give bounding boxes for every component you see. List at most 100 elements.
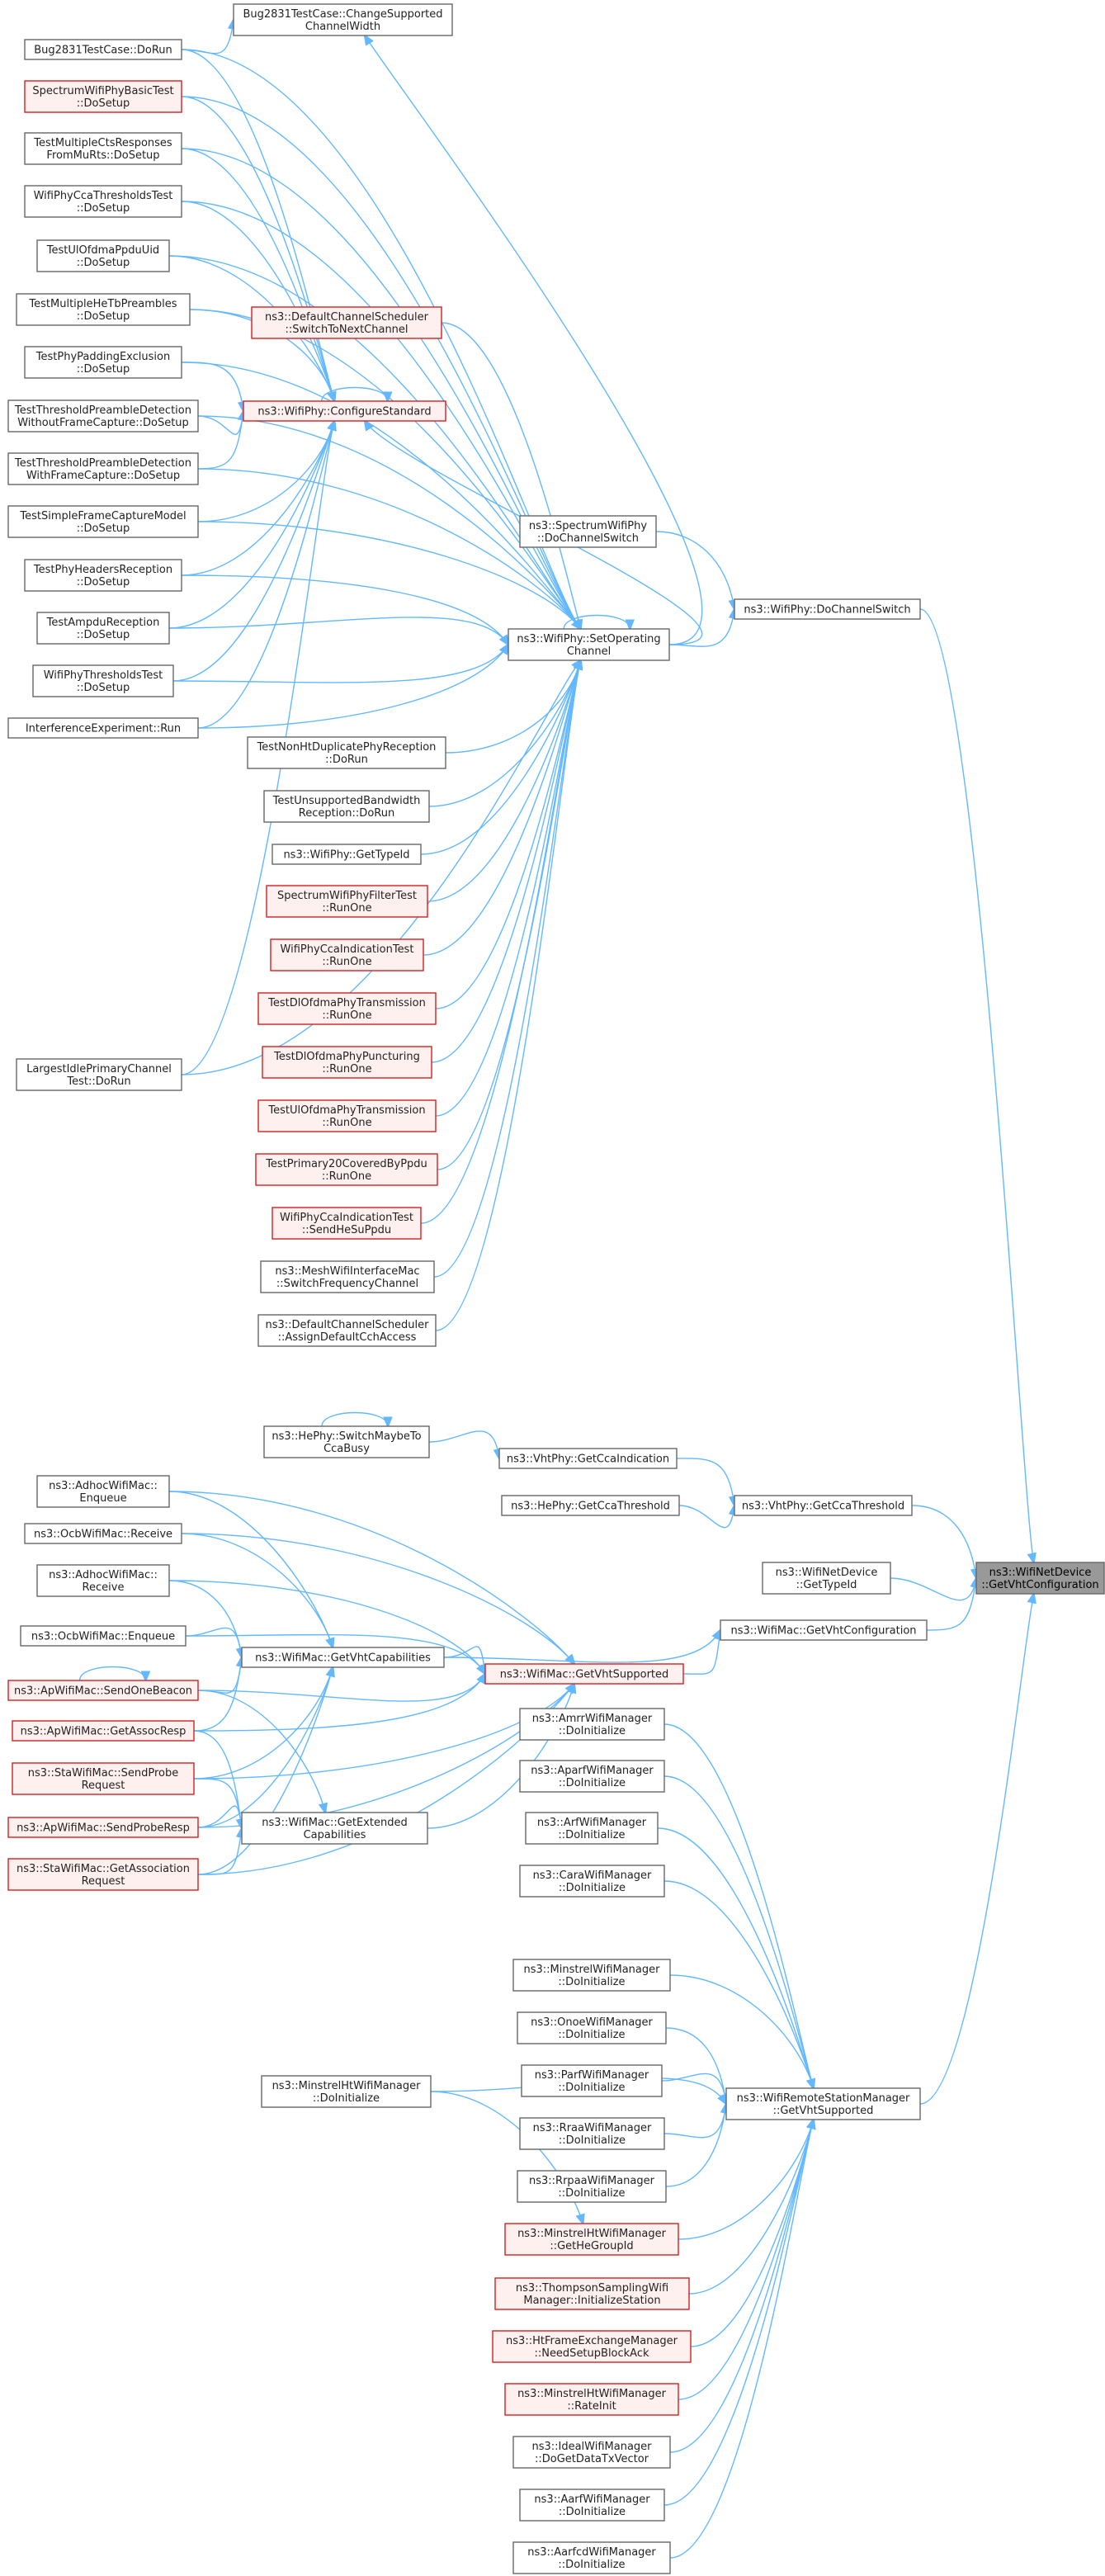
node-thrwithout[interactable]: TestThresholdPreambleDetectionWithoutFra… xyxy=(7,399,199,432)
node-nonht[interactable]: TestNonHtDuplicatePhyReception::DoRun xyxy=(247,736,446,769)
node-thrwith[interactable]: TestThresholdPreambleDetectionWithFrameC… xyxy=(7,452,199,485)
node-thompson[interactable]: ns3::ThompsonSamplingWifiManager::Initia… xyxy=(494,2277,690,2310)
node-box xyxy=(233,3,453,36)
node-spdosw[interactable]: ns3::SpectrumWifiPhy::DoChannelSwitch xyxy=(519,515,657,548)
node-approbe[interactable]: ns3::ApWifiMac::SendProbeResp xyxy=(7,1817,199,1838)
node-ccaind[interactable]: WifiPhyCcaIndicationTest::RunOne xyxy=(270,938,424,971)
node-box xyxy=(24,80,182,113)
node-hethr[interactable]: ns3::HePhy::GetCcaThreshold xyxy=(501,1495,680,1516)
node-minstrel[interactable]: ns3::MinstrelWifiManager::DoInitialize xyxy=(512,1959,671,1992)
node-phyhdr[interactable]: TestPhyHeadersReception::DoSetup xyxy=(24,559,182,592)
node-meshsw[interactable]: ns3::MeshWifiInterfaceMac::SwitchFrequen… xyxy=(260,1260,435,1293)
node-label-line: ns3::MinstrelHtWifiManager xyxy=(272,2080,422,2092)
edge-apbeacon-self-loop xyxy=(78,1666,146,1681)
node-focus[interactable]: ns3::WifiNetDevice::GetVhtConfiguration xyxy=(975,1562,1105,1595)
node-box xyxy=(504,2223,679,2256)
node-label-line: WifiPhyThresholdsTest xyxy=(44,669,163,682)
node-ccathr[interactable]: WifiPhyCcaThresholdsTest::DoSetup xyxy=(24,185,182,218)
node-arf[interactable]: ns3::ArfWifiManager::DoInitialize xyxy=(525,1812,659,1845)
node-interf[interactable]: InterferenceExperiment::Run xyxy=(7,717,199,739)
node-box xyxy=(257,1099,437,1132)
node-multicts[interactable]: TestMultipleCtsResponsesFromMuRts::DoSet… xyxy=(24,132,182,165)
node-dlpunct[interactable]: TestDlOfdmaPhyPuncturing::RunOne xyxy=(262,1046,432,1079)
node-adhocenq[interactable]: ns3::AdhocWifiMac::Enqueue xyxy=(36,1475,170,1508)
node-ocbrecv[interactable]: ns3::OcbWifiMac::Receive xyxy=(24,1523,182,1544)
node-amrr[interactable]: ns3::AmrrWifiManager::DoInitialize xyxy=(519,1708,665,1741)
node-minstrelht[interactable]: ns3::MinstrelHtWifiManager::DoInitialize xyxy=(261,2075,432,2108)
node-padexcl[interactable]: TestPhyPaddingExclusion::DoSetup xyxy=(24,346,182,379)
node-apassoc[interactable]: ns3::ApWifiMac::GetAssocResp xyxy=(12,1720,195,1742)
node-wrsm[interactable]: ns3::WifiRemoteStationManager::GetVhtSup… xyxy=(725,2087,921,2120)
node-cara[interactable]: ns3::CaraWifiManager::DoInitialize xyxy=(519,1865,665,1898)
node-bugcw[interactable]: Bug2831TestCase::ChangeSupportedChannelW… xyxy=(233,3,453,36)
node-label-line: ns3::HePhy::SwitchMaybeTo xyxy=(272,1430,421,1443)
node-getvhtcap[interactable]: ns3::WifiMac::GetVhtCapabilities xyxy=(241,1647,445,1668)
node-apbeacon[interactable]: ns3::ApWifiMac::SendOneBeacon xyxy=(7,1680,199,1701)
node-rraa[interactable]: ns3::RraaWifiManager::DoInitialize xyxy=(519,2117,665,2150)
node-label-line: ns3::WifiPhy::SetOperating xyxy=(517,633,660,645)
node-aparf[interactable]: ns3::AparfWifiManager::DoInitialize xyxy=(519,1760,665,1793)
node-aarfcd[interactable]: ns3::AarfcdWifiManager::DoInitialize xyxy=(512,2541,671,2574)
node-bugrun[interactable]: Bug2831TestCase::DoRun xyxy=(24,39,182,60)
edge-parf-to-wrsm xyxy=(661,2073,726,2104)
node-label-line: TestPhyPaddingExclusion xyxy=(35,351,170,363)
node-vhtcca[interactable]: ns3::VhtPhy::GetCcaThreshold xyxy=(734,1495,913,1516)
node-ulofdmauid[interactable]: TestUlOfdmaPpduUid::DoSetup xyxy=(36,239,170,272)
node-specbasic[interactable]: SpectrumWifiPhyBasicTest::DoSetup xyxy=(24,80,182,113)
node-vhtind[interactable]: ns3::VhtPhy::GetCcaIndication xyxy=(498,1448,678,1469)
node-defassign[interactable]: ns3::DefaultChannelScheduler::AssignDefa… xyxy=(257,1314,437,1347)
node-macvhtcfg[interactable]: ns3::WifiMac::GetVhtConfiguration xyxy=(720,1619,928,1641)
node-box xyxy=(498,1448,678,1469)
node-cfgstd[interactable]: ns3::WifiPhy::ConfigureStandard xyxy=(243,400,446,422)
node-label-line: ::DoGetDataTxVector xyxy=(535,2453,649,2465)
node-adhocrecv[interactable]: ns3::AdhocWifiMac::Receive xyxy=(36,1564,170,1597)
edge-interf-to-cfgstd xyxy=(197,421,334,729)
node-htfem[interactable]: ns3::HtFrameExchangeManager::NeedSetupBl… xyxy=(492,2330,692,2363)
edge-thrwithout-to-setop xyxy=(197,415,581,629)
node-onoe[interactable]: ns3::OnoeWifiManager::DoInitialize xyxy=(517,2011,667,2044)
edge-amrr-to-wrsm xyxy=(663,1723,814,2088)
node-dochsw[interactable]: ns3::WifiPhy::DoChannelSwitch xyxy=(734,598,921,620)
node-ampdu[interactable]: TestAmpduReception::DoSetup xyxy=(36,612,170,645)
node-minhtrate[interactable]: ns3::MinstrelHtWifiManager::RateInit xyxy=(504,2383,679,2416)
node-prim20[interactable]: TestPrimary20CoveredByPpdu::RunOne xyxy=(255,1153,438,1186)
node-label-line: ns3::WifiPhy::DoChannelSwitch xyxy=(744,604,910,617)
edge-vhtind-to-vhtcca xyxy=(676,1458,734,1505)
node-ulofdmatx[interactable]: TestUlOfdmaPhyTransmission::RunOne xyxy=(257,1099,437,1132)
node-label-line: TestDlOfdmaPhyTransmission xyxy=(267,997,426,1009)
edge-phyhdr-to-cfgstd xyxy=(181,421,334,576)
edge-specbasic-to-cfgstd xyxy=(181,96,334,401)
node-box xyxy=(16,1058,182,1091)
node-minhtgrp[interactable]: ns3::MinstrelHtWifiManager::GetHeGroupId xyxy=(504,2223,679,2256)
node-ccasend[interactable]: WifiPhyCcaIndicationTest::SendHeSuPpdu xyxy=(272,1207,422,1240)
node-aarf[interactable]: ns3::AarfWifiManager::DoInitialize xyxy=(519,2489,665,2522)
edge-aarfcd-to-wrsm xyxy=(669,2120,814,2559)
node-box xyxy=(7,1680,199,1701)
node-dlofdmatx[interactable]: TestDlOfdmaPhyTransmission::RunOne xyxy=(257,992,437,1025)
node-label-line: WithoutFrameCapture::DoSetup xyxy=(17,417,189,429)
node-multihetb[interactable]: TestMultipleHeTbPreambles::DoSetup xyxy=(16,293,191,326)
node-phythr[interactable]: WifiPhyThresholdsTest::DoSetup xyxy=(32,664,174,697)
node-phytype[interactable]: ns3::WifiPhy::GetTypeId xyxy=(272,844,422,865)
node-rrpaa[interactable]: ns3::RrpaaWifiManager::DoInitialize xyxy=(517,2170,667,2203)
node-label-line: ns3::DefaultChannelScheduler xyxy=(266,1319,430,1331)
node-label-line: ns3::HtFrameExchangeManager xyxy=(506,2335,678,2347)
node-ideal[interactable]: ns3::IdealWifiManager::DoGetDataTxVector xyxy=(512,2436,671,2469)
node-defsched[interactable]: ns3::DefaultChannelScheduler::SwitchToNe… xyxy=(251,306,442,339)
node-parf[interactable]: ns3::ParfWifiManager::DoInitialize xyxy=(521,2064,663,2097)
node-label-line: ns3::MinstrelHtWifiManager xyxy=(517,2388,667,2400)
node-label-line: ns3::IdealWifiManager xyxy=(531,2441,652,2453)
node-getvhtsup[interactable]: ns3::WifiMac::GetVhtSupported xyxy=(484,1663,684,1685)
node-simplefc[interactable]: TestSimpleFrameCaptureModel::DoSetup xyxy=(7,505,199,538)
node-specfilter[interactable]: SpectrumWifiPhyFilterTest::RunOne xyxy=(266,885,428,918)
node-ocbenq[interactable]: ns3::OcbWifiMac::Enqueue xyxy=(20,1625,187,1647)
edge-apbeacon-to-getvhtcap xyxy=(197,1657,242,1694)
node-wndtype[interactable]: ns3::WifiNetDevice::GetTypeId xyxy=(762,1562,891,1595)
